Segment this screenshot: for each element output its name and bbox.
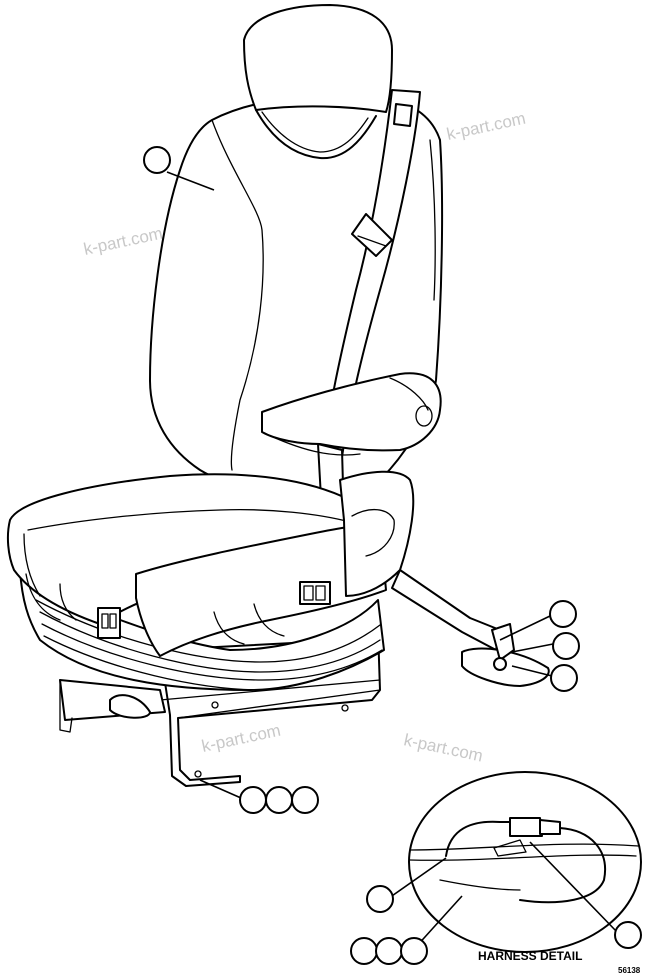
seatbelt-floor-anchor bbox=[391, 569, 550, 687]
seat-armrest bbox=[261, 372, 442, 597]
callout-mount-2[interactable] bbox=[265, 786, 293, 814]
watermark-4: k-part.com bbox=[402, 730, 484, 765]
callout-harness-4[interactable] bbox=[400, 937, 428, 965]
callout-anchor-3[interactable] bbox=[550, 664, 578, 692]
harness-detail-caption: HARNESS DETAIL bbox=[478, 949, 582, 963]
callout-connector[interactable] bbox=[614, 921, 642, 949]
callout-seat-back[interactable] bbox=[143, 146, 171, 174]
seat-cushion bbox=[6, 473, 387, 657]
callout-anchor-2[interactable] bbox=[552, 632, 580, 660]
callout-harness-1[interactable] bbox=[366, 885, 394, 913]
callout-harness-3[interactable] bbox=[375, 937, 403, 965]
callout-mount-3[interactable] bbox=[291, 786, 319, 814]
watermark-1: k-part.com bbox=[445, 109, 527, 144]
callout-harness-2[interactable] bbox=[350, 937, 378, 965]
watermark-3: k-part.com bbox=[200, 721, 282, 756]
harness-detail bbox=[408, 771, 642, 953]
callout-anchor-1[interactable] bbox=[549, 600, 577, 628]
watermark-2: k-part.com bbox=[82, 224, 164, 259]
callouts bbox=[143, 146, 642, 965]
callout-mount-1[interactable] bbox=[239, 786, 267, 814]
seat-headrest bbox=[243, 4, 393, 160]
leader-lines bbox=[166, 171, 618, 949]
figure-code: 56138 bbox=[618, 966, 641, 975]
